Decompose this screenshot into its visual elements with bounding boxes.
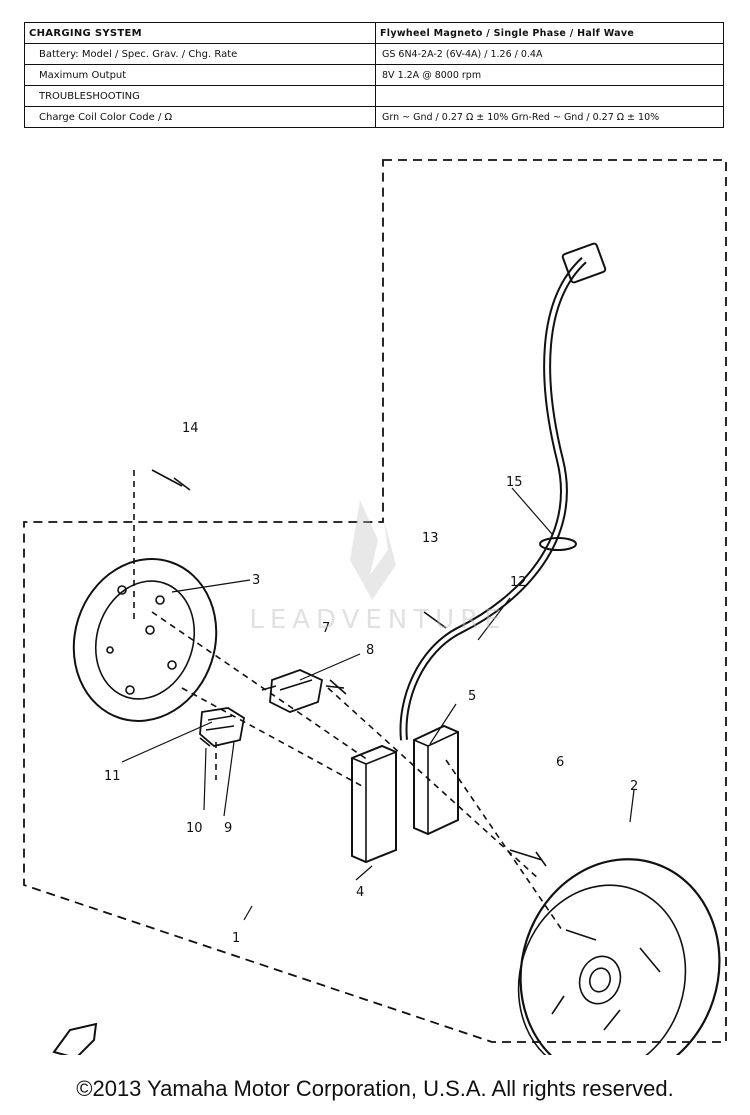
assembly-dashed-outline [23,159,727,1043]
spec-row-value: Grn ~ Gnd / 0.27 Ω ± 10% Grn-Red ~ Gnd /… [375,106,724,128]
callout-8: 8 [366,643,374,658]
spec-table: CHARGING SYSTEM Flywheel Magneto / Singl… [24,22,724,128]
screw-13 [423,611,447,629]
screw-8 [325,679,347,695]
spec-row-label: TROUBLESHOOTING [24,85,376,107]
flywheel-rotor [517,858,721,1055]
callout-9: 9 [224,821,232,836]
callout-4: 4 [356,885,364,900]
wire-connector [561,242,607,284]
hand-tool-icon [52,1022,98,1055]
spec-row-value: GS 6N4-2A-2 (6V-4A) / 1.26 / 0.4A [375,43,724,65]
spec-row: TROUBLESHOOTING [24,85,724,107]
spec-row-label: Maximum Output [24,64,376,86]
spec-row: Charge Coil Color Code / Ω Grn ~ Gnd / 0… [24,106,724,128]
coil-bracket [199,707,245,747]
charge-coil-5 [413,724,459,836]
wire-harness [399,257,587,741]
charge-coil-4 [351,744,397,864]
breaker-assembly [261,669,324,713]
spec-header-label: CHARGING SYSTEM [24,22,376,44]
callout-14: 14 [182,421,199,436]
callout-2: 2 [630,779,638,794]
callout-15: 15 [506,475,523,490]
callout-11: 11 [104,769,121,784]
callout-12: 12 [510,575,527,590]
callout-10: 10 [186,821,203,836]
spec-row-value: 8V 1.2A @ 8000 rpm [375,64,724,86]
spec-header-row: CHARGING SYSTEM Flywheel Magneto / Singl… [24,22,724,44]
copyright-notice: ©2013 Yamaha Motor Corporation, U.S.A. A… [76,1076,674,1101]
exploded-parts-diagram: 1 2 3 4 5 6 7 8 9 10 11 12 13 14 15 [23,159,727,1055]
spec-row-label: Charge Coil Color Code / Ω [24,106,376,128]
spec-row: Maximum Output 8V 1.2A @ 8000 rpm [24,64,724,86]
callout-3: 3 [252,573,260,588]
screw-14 [151,469,191,491]
spec-row: Battery: Model / Spec. Grav. / Chg. Rate… [24,43,724,65]
wire-grommet [539,537,577,551]
spec-row-value [375,85,724,107]
callout-5: 5 [468,689,476,704]
callout-7: 7 [322,621,330,636]
screw-10 [199,737,211,747]
screw-6 [509,849,547,867]
spec-row-label: Battery: Model / Spec. Grav. / Chg. Rate [24,43,376,65]
spec-header-value: Flywheel Magneto / Single Phase / Half W… [375,22,724,44]
stator-plate [72,558,218,722]
callout-6: 6 [556,755,564,770]
callout-1: 1 [232,931,240,946]
callout-13: 13 [422,531,439,546]
